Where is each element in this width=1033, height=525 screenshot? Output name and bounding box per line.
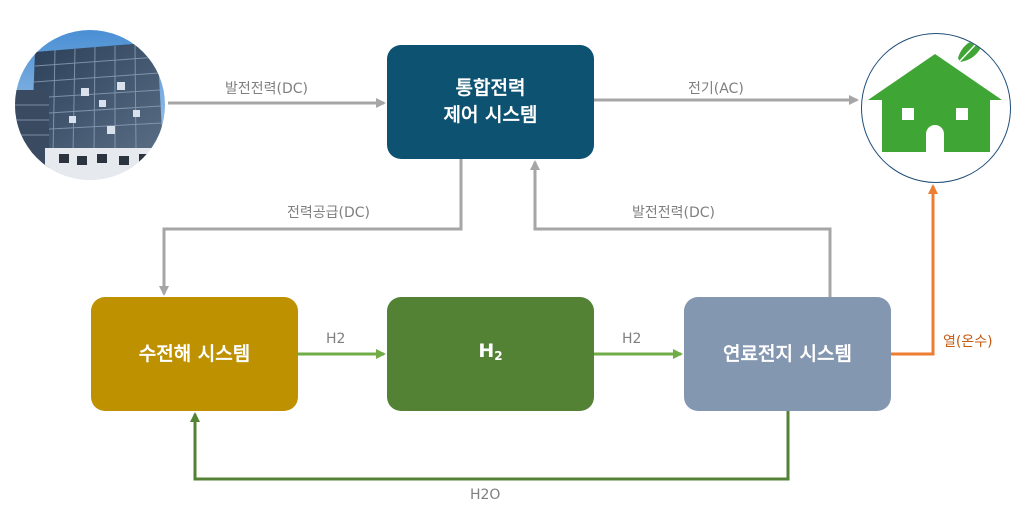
hydrogen-symbol: H xyxy=(478,340,495,362)
fuelcell-label: 연료전지 시스템 xyxy=(723,342,852,365)
hydrogen-box: H2 xyxy=(387,297,594,411)
arrow-fuelcell-to-house xyxy=(891,184,938,356)
electrolysis-label: 수전해 시스템 xyxy=(138,342,251,365)
label-heat-hot-water: 열(온수) xyxy=(943,334,993,350)
solar-building-icon xyxy=(15,30,165,180)
label-power-supply-dc: 전력공급(DC) xyxy=(287,205,370,221)
label-electricity-ac: 전기(AC) xyxy=(688,81,744,97)
label-h2-left: H2 xyxy=(326,331,346,347)
arrow-fuelcell-to-electrolysis xyxy=(190,411,790,481)
hydrogen-subscript: 2 xyxy=(494,349,503,363)
label-h2o: H2O xyxy=(470,487,501,503)
hydrogen-label: H2 xyxy=(478,338,502,370)
control-title-line1: 통합전력 xyxy=(455,77,526,99)
label-generation-dc-top: 발전전력(DC) xyxy=(225,81,308,97)
arrow-fuelcell-to-control xyxy=(530,160,832,297)
label-generation-dc-right: 발전전력(DC) xyxy=(632,205,715,221)
integrated-power-control-box: 통합전력 제어 시스템 xyxy=(387,45,594,159)
green-house-icon xyxy=(861,33,1011,183)
electrolysis-system-box: 수전해 시스템 xyxy=(91,297,298,411)
control-title-line2: 제어 시스템 xyxy=(443,104,538,126)
arrow-control-to-electrolysis xyxy=(159,159,463,296)
label-h2-right: H2 xyxy=(622,331,642,347)
fuel-cell-system-box: 연료전지 시스템 xyxy=(684,297,891,411)
